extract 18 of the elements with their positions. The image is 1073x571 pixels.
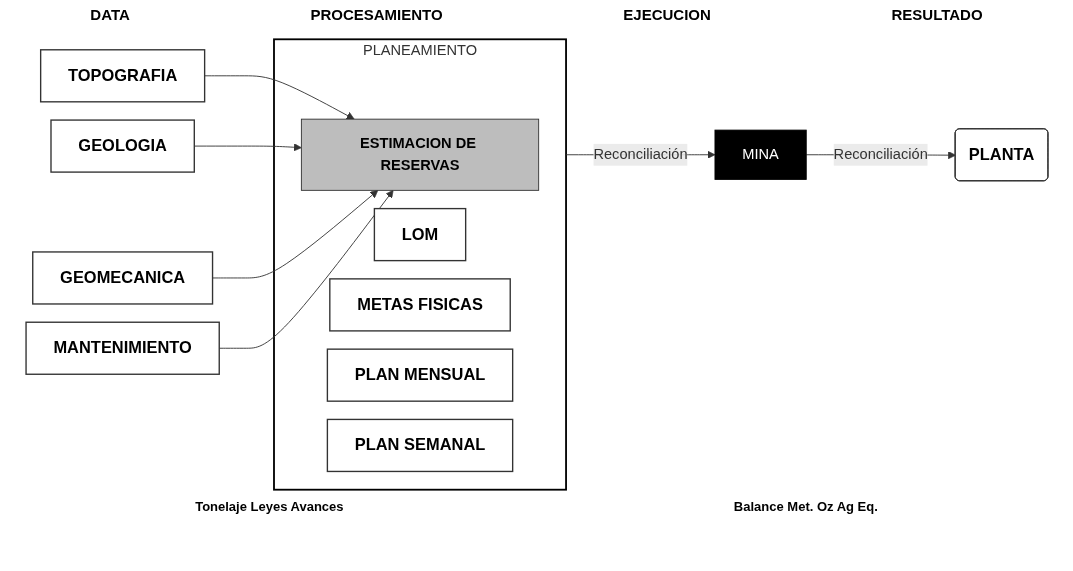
column-heading: PROCESAMIENTO <box>310 6 443 23</box>
node-box: LOM <box>373 207 466 261</box>
node-box: MINA <box>714 129 807 180</box>
column-heading: RESULTADO <box>891 6 983 23</box>
node-box: MANTENIMIENTO <box>24 321 220 375</box>
note-text: Tonelaje Leyes Avances <box>195 499 344 514</box>
node-box: PLAN MENSUAL <box>326 347 513 402</box>
column-heading: EJECUCION <box>623 6 711 23</box>
node-box: PLAN SEMANAL <box>326 418 513 472</box>
node-box: TOPOGRAFIA <box>39 48 205 102</box>
node-box: GEOLOGIA <box>49 118 195 173</box>
node-box: GEOMECANICA <box>31 250 213 305</box>
column-heading: DATA <box>90 6 130 23</box>
note-text: Balance Met. Oz Ag Eq. <box>733 499 878 514</box>
edge-label: Reconciliación <box>592 146 688 162</box>
node-box: METAS FISICAS <box>328 277 511 332</box>
node-box: ESTIMACION DE RESERVAS <box>300 118 539 191</box>
edge-label: Reconciliación <box>833 146 928 162</box>
